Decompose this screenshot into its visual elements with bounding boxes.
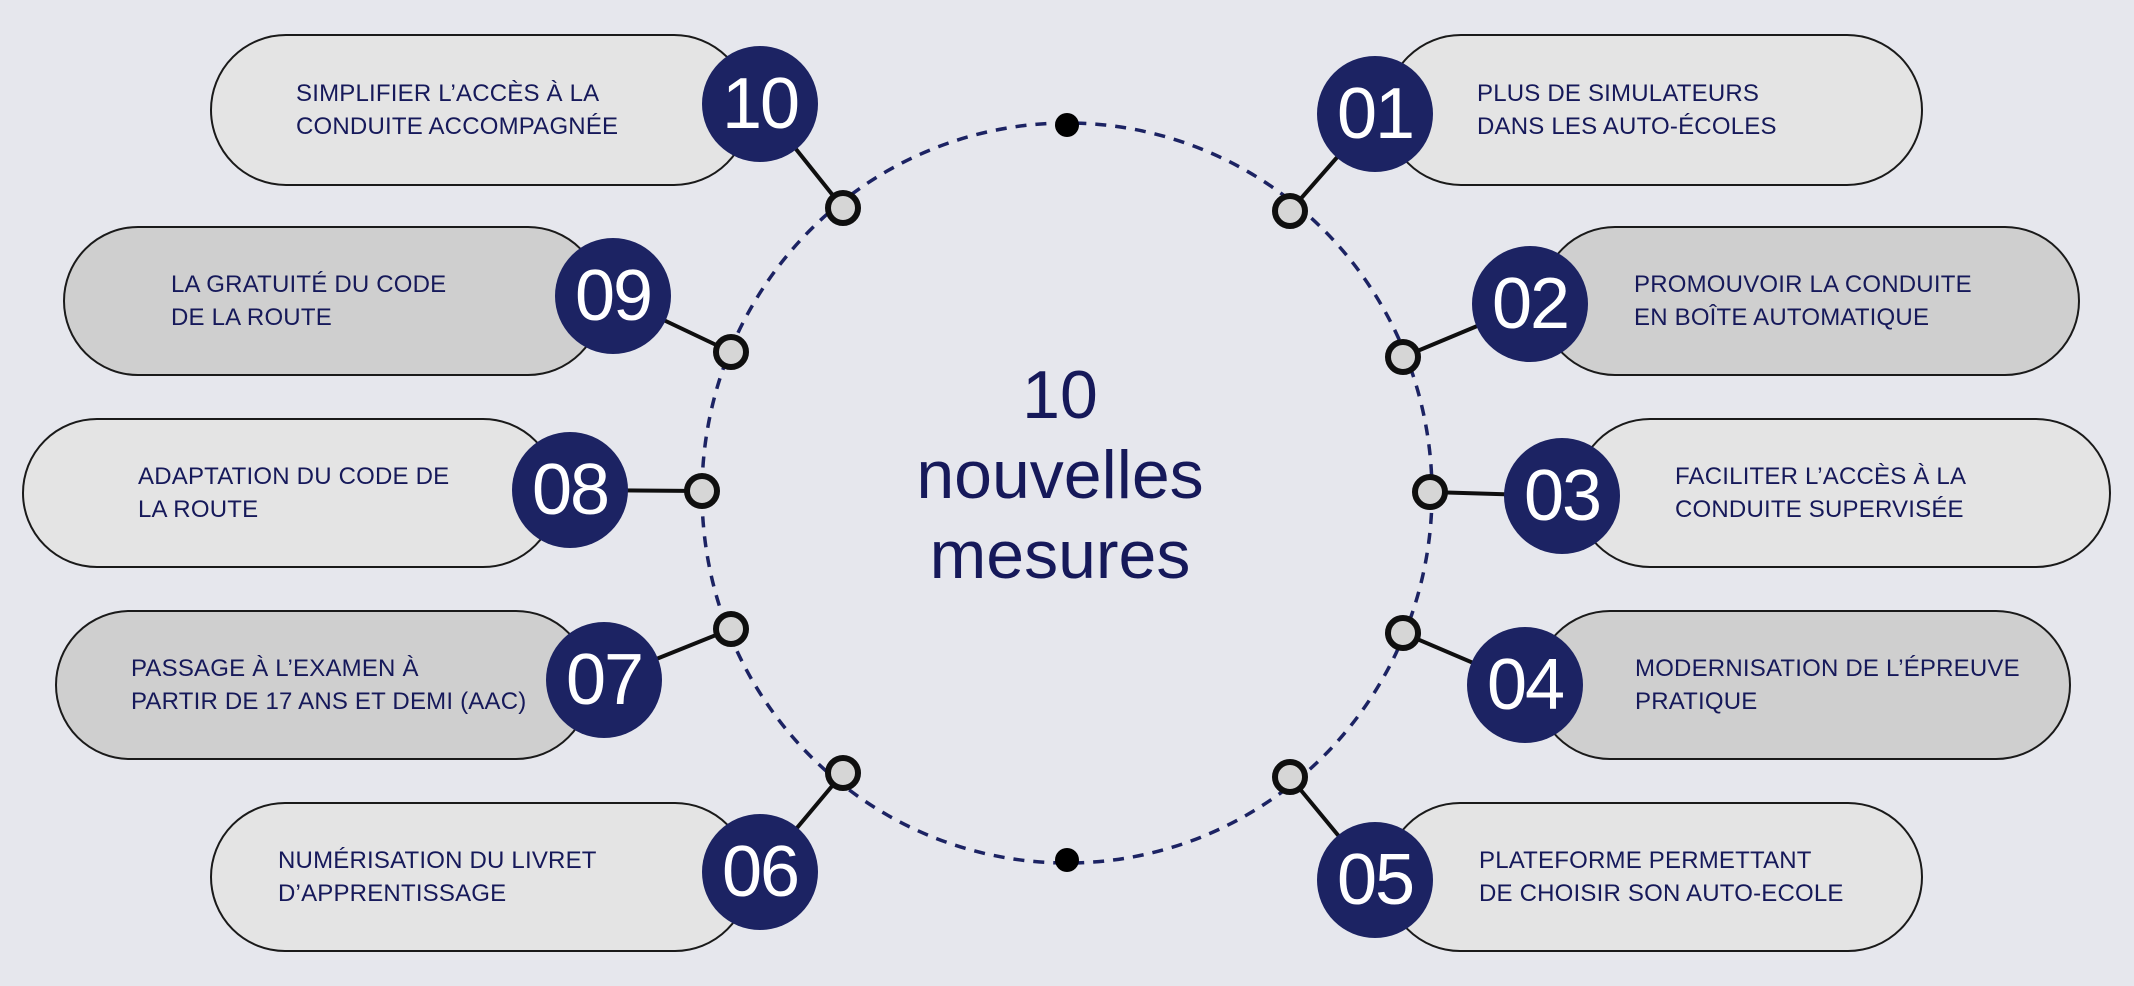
- measure-pill-09: LA GRATUITÉ DU CODE DE LA ROUTE: [63, 226, 603, 376]
- measure-number-badge-08: 08: [512, 432, 628, 548]
- measure-pill-06: NUMÉRISATION DU LIVRET D’APPRENTISSAGE: [210, 802, 750, 952]
- measure-pill-03: FACILITER L’ACCÈS À LA CONDUITE SUPERVIS…: [1575, 418, 2111, 568]
- ring-node-01: [1272, 193, 1308, 229]
- measure-number-badge-07: 07: [546, 622, 662, 738]
- measure-number-badge-05: 05: [1317, 822, 1433, 938]
- measure-pill-08: ADAPTATION DU CODE DE LA ROUTE: [22, 418, 558, 568]
- measure-text-02: PROMOUVOIR LA CONDUITE EN BOÎTE AUTOMATI…: [1634, 271, 1972, 331]
- measure-number-badge-02: 02: [1472, 246, 1588, 362]
- ring-node-06: [825, 755, 861, 791]
- measure-number-badge-01: 01: [1317, 56, 1433, 172]
- ring-node-08: [684, 473, 720, 509]
- measure-number-badge-06: 06: [702, 814, 818, 930]
- ring-node-04: [1385, 615, 1421, 651]
- measure-text-08: ADAPTATION DU CODE DE LA ROUTE: [138, 463, 450, 523]
- ring-node-03: [1412, 474, 1448, 510]
- measure-text-09: LA GRATUITÉ DU CODE DE LA ROUTE: [171, 271, 447, 331]
- measure-text-06: NUMÉRISATION DU LIVRET D’APPRENTISSAGE: [278, 847, 597, 907]
- measure-number-badge-03: 03: [1504, 438, 1620, 554]
- measure-text-03: FACILITER L’ACCÈS À LA CONDUITE SUPERVIS…: [1675, 463, 1967, 523]
- measure-text-04: MODERNISATION DE L’ÉPREUVE PRATIQUE: [1635, 655, 2020, 715]
- ring-node-05: [1272, 759, 1308, 795]
- center-title-line1: nouvelles: [916, 437, 1204, 513]
- measure-number-badge-10: 10: [702, 46, 818, 162]
- measure-pill-07: PASSAGE À L’EXAMEN À PARTIR DE 17 ANS ET…: [55, 610, 591, 760]
- measure-pill-04: MODERNISATION DE L’ÉPREUVE PRATIQUE: [1535, 610, 2071, 760]
- measure-pill-01: PLUS DE SIMULATEURS DANS LES AUTO-ÉCOLES: [1385, 34, 1923, 186]
- measure-pill-10: SIMPLIFIER L’ACCÈS À LA CONDUITE ACCOMPA…: [210, 34, 750, 186]
- ring-node-07: [713, 611, 749, 647]
- measure-text-10: SIMPLIFIER L’ACCÈS À LA CONDUITE ACCOMPA…: [296, 80, 619, 140]
- center-title-number: 10: [1022, 357, 1098, 433]
- measure-pill-05: PLATEFORME PERMETTANT DE CHOISIR SON AUT…: [1385, 802, 1923, 952]
- ring-top-dot: [1055, 113, 1079, 137]
- ring-node-02: [1385, 339, 1421, 375]
- center-title-line2: mesures: [929, 517, 1191, 593]
- measure-text-05: PLATEFORME PERMETTANT DE CHOISIR SON AUT…: [1479, 847, 1844, 907]
- ring-node-09: [713, 334, 749, 370]
- measure-text-01: PLUS DE SIMULATEURS DANS LES AUTO-ÉCOLES: [1477, 80, 1777, 140]
- ring-node-10: [825, 190, 861, 226]
- center-title: 10 nouvelles mesures: [820, 355, 1300, 595]
- measure-number-badge-04: 04: [1467, 627, 1583, 743]
- measure-number-badge-09: 09: [555, 238, 671, 354]
- ring-bottom-dot: [1055, 848, 1079, 872]
- measure-pill-02: PROMOUVOIR LA CONDUITE EN BOÎTE AUTOMATI…: [1540, 226, 2080, 376]
- measure-text-07: PASSAGE À L’EXAMEN À PARTIR DE 17 ANS ET…: [131, 655, 527, 715]
